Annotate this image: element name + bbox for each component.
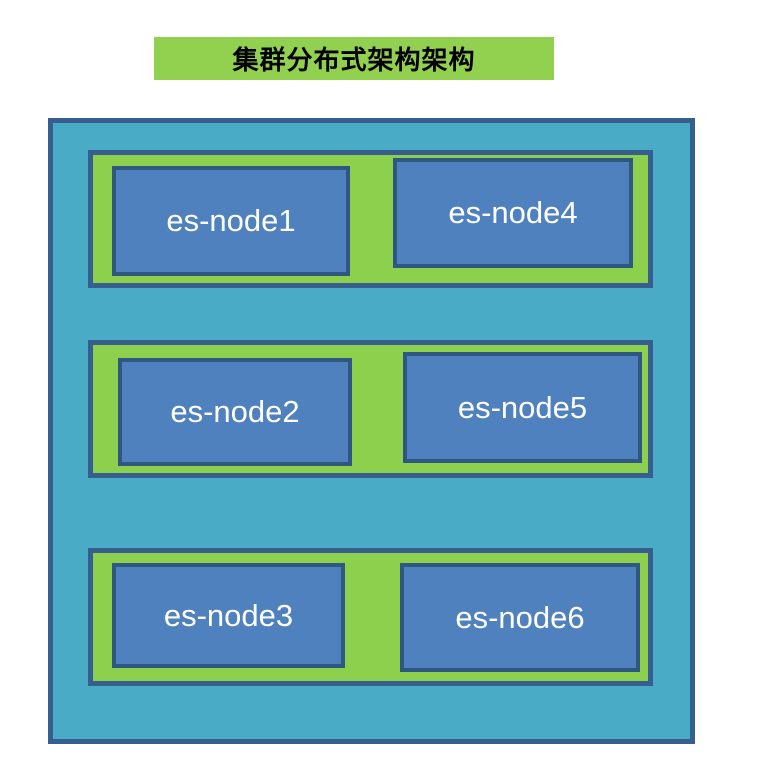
cluster-node-box: es-node5 <box>403 352 642 463</box>
cluster-row-2: es-node2 es-node5 <box>88 340 653 478</box>
cluster-node-label: es-node2 <box>170 394 300 429</box>
cluster-node-box: es-node1 <box>112 166 350 276</box>
cluster-node-label: es-node1 <box>166 203 296 238</box>
cluster-node-box: es-node4 <box>393 158 633 268</box>
cluster-node-label: es-node6 <box>455 599 585 635</box>
cluster-node-box: es-node6 <box>400 563 640 672</box>
diagram-title-bar: 集群分布式架构架构 <box>154 37 554 80</box>
cluster-row-3: es-node3 es-node6 <box>88 548 653 686</box>
cluster-node-label: es-node3 <box>163 597 294 633</box>
cluster-node-label: es-node5 <box>457 389 588 425</box>
diagram-title: 集群分布式架构架构 <box>232 46 476 75</box>
cluster-node-box: es-node2 <box>118 358 352 466</box>
cluster-node-label: es-node4 <box>448 195 578 230</box>
cluster-container: es-node1 es-node4 es-node2 es-node5 es-n… <box>48 118 695 744</box>
cluster-row-1: es-node1 es-node4 <box>88 150 653 288</box>
cluster-node-box: es-node3 <box>112 563 345 668</box>
